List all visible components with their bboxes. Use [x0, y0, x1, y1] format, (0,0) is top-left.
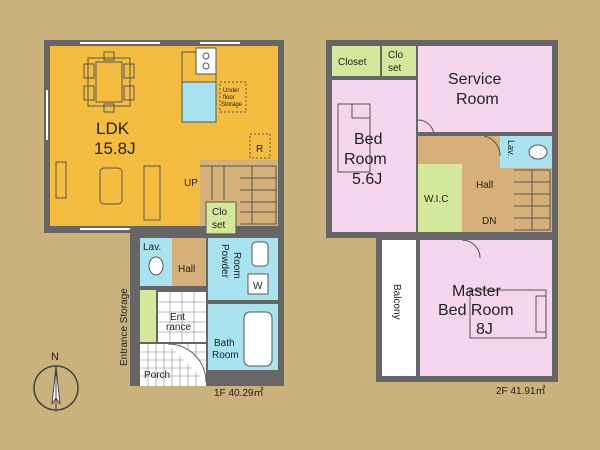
entrance-storage-label: Entrance Storage — [119, 288, 130, 366]
compass-north-label: N — [51, 351, 59, 363]
wic-room — [418, 164, 462, 232]
floor1-labels: LDK 15.8J R Under floor Storage UP Clo s… — [94, 88, 263, 399]
refrigerator-box — [249, 133, 271, 159]
floor1-closet-label-2: set — [212, 220, 226, 231]
bed-room-label-1: Bed — [354, 131, 382, 148]
bed-room — [332, 80, 416, 232]
washer-box-icon — [247, 273, 269, 295]
sofa-icon — [143, 165, 161, 221]
washer-label: W — [253, 281, 263, 292]
floor1-hall-label: Hall — [178, 264, 195, 275]
floor2-stairs — [514, 169, 551, 231]
master-bed-label-2: Bed Room — [438, 302, 514, 319]
refrigerator-label: R — [256, 144, 263, 155]
floor1-area-caption: 1F 40.29㎡ — [214, 387, 263, 399]
window-markers — [46, 42, 240, 230]
master-bed-size: 8J — [476, 321, 493, 338]
burner-icon — [202, 62, 210, 70]
entrance-storage-area — [140, 290, 156, 342]
front-door-swing-icon — [167, 343, 207, 383]
ldk-size: 15.8J — [94, 139, 136, 158]
underfloor-storage-box — [219, 81, 247, 113]
master-bed-room — [420, 240, 552, 376]
floor2-lav-label: Lav. — [506, 140, 516, 156]
wic-label: W.I.C — [424, 194, 448, 205]
powder-room-label-2: Room — [231, 252, 242, 279]
bed-room-size: 5.6J — [352, 171, 382, 188]
entrance-label-2: rance — [166, 322, 191, 333]
floor2-area-caption: 2F 41.91㎡ — [496, 385, 545, 397]
door-swing-icon — [417, 119, 435, 137]
powder-room-label: Powder — [219, 244, 230, 279]
floor1-closet-label-1: Clo — [212, 207, 227, 218]
floor1-stairs — [200, 165, 277, 225]
floor2-closet — [332, 46, 380, 76]
door-swing-icon — [483, 135, 501, 157]
stove-icon — [195, 47, 217, 75]
floor1-lav-label: Lav. — [143, 242, 161, 253]
floor-2-plan — [326, 40, 558, 382]
floor1-closet — [205, 201, 237, 235]
coffee-table-icon — [99, 167, 123, 205]
entrance-floor-pattern — [158, 292, 206, 342]
underfloor-label-3: Storage — [221, 102, 243, 108]
porch-label: Porch — [144, 370, 170, 381]
underfloor-label-1: Under — [223, 88, 239, 94]
floor-1-plan — [44, 40, 284, 386]
compass-icon: N — [33, 351, 79, 412]
sink-icon — [251, 241, 269, 267]
ldk-label: LDK — [96, 119, 130, 138]
toilet-icon — [528, 144, 548, 160]
dn-label: DN — [482, 216, 496, 227]
kitchen-island — [181, 81, 217, 123]
entrance-label-1: Ent — [170, 312, 185, 323]
service-room-label-1: Service — [448, 71, 501, 88]
service-room — [418, 46, 552, 132]
floor1-entry-hall — [172, 238, 206, 286]
tv-icon — [55, 161, 67, 199]
bed-room-label-2: Room — [344, 151, 387, 168]
floor2-labels: Closet Clo set Service Room Bed Room 5.6… — [338, 50, 545, 397]
floor2-clo-label-2: set — [388, 63, 402, 74]
balcony-label: Balcony — [391, 284, 402, 320]
service-room-label-2: Room — [456, 91, 499, 108]
burner-icon — [202, 52, 210, 60]
door-swing-icon — [461, 239, 481, 259]
master-bed-label-1: Master — [452, 283, 502, 300]
up-label: UP — [184, 178, 198, 189]
balcony-area — [382, 240, 416, 376]
floor2-clo-label-1: Clo — [388, 50, 403, 61]
desk-icon — [351, 103, 371, 119]
dining-set-icon — [83, 51, 135, 113]
floor2-hall-label: Hall — [476, 180, 493, 191]
pillow-icon — [535, 295, 547, 333]
toilet-icon — [148, 256, 164, 276]
bath-room-label-2: Room — [212, 350, 239, 361]
bath-room-label-1: Bath — [214, 338, 235, 349]
floor2-closet-label: Closet — [338, 57, 367, 68]
bathtub-icon — [243, 311, 273, 367]
floor2-clo — [382, 46, 416, 76]
underfloor-label-2: floor — [223, 95, 235, 101]
